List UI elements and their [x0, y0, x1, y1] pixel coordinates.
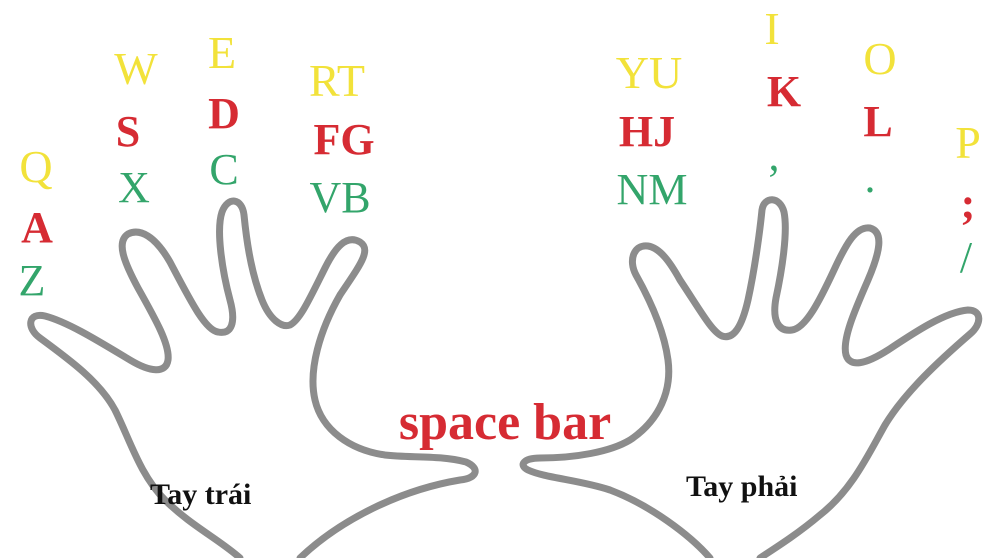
- left-hand-outline: [27, 197, 479, 558]
- left-index-top-key: RT: [308, 55, 366, 106]
- left-hand-label: Tay trái: [150, 478, 252, 511]
- right-ring-top-key: O: [863, 33, 897, 84]
- right-middle-bottom-key: ,: [768, 131, 780, 180]
- left-pinky-bottom-key: Z: [18, 256, 46, 305]
- left-pinky-home-key: A: [21, 203, 53, 252]
- right-hand-outline: [519, 196, 983, 558]
- right-middle-top-key: I: [764, 3, 780, 54]
- right-index-top-key: YU: [615, 47, 683, 98]
- right-index-home-key: HJ: [618, 107, 676, 156]
- left-pinky-top-key: Q: [19, 141, 53, 192]
- left-index-bottom-key: VB: [309, 173, 371, 222]
- right-pinky-bottom-key: /: [959, 233, 973, 282]
- left-middle-bottom-key: C: [209, 145, 239, 194]
- left-ring-top-key: W: [114, 43, 158, 94]
- left-ring-bottom-key: X: [118, 163, 150, 212]
- right-index-bottom-key: NM: [616, 165, 688, 214]
- right-hand-label: Tay phải: [686, 470, 798, 503]
- right-ring-bottom-key: .: [864, 153, 876, 202]
- right-ring-home-key: L: [863, 97, 893, 146]
- left-index-home-key: FG: [313, 115, 375, 164]
- space-bar-label: space bar: [398, 394, 612, 451]
- right-middle-home-key: K: [766, 67, 802, 116]
- left-middle-home-key: D: [208, 89, 240, 138]
- right-pinky-top-key: P: [955, 117, 981, 168]
- right-pinky-home-key: ;: [960, 179, 976, 228]
- left-ring-home-key: S: [115, 107, 141, 156]
- left-middle-top-key: E: [207, 27, 237, 78]
